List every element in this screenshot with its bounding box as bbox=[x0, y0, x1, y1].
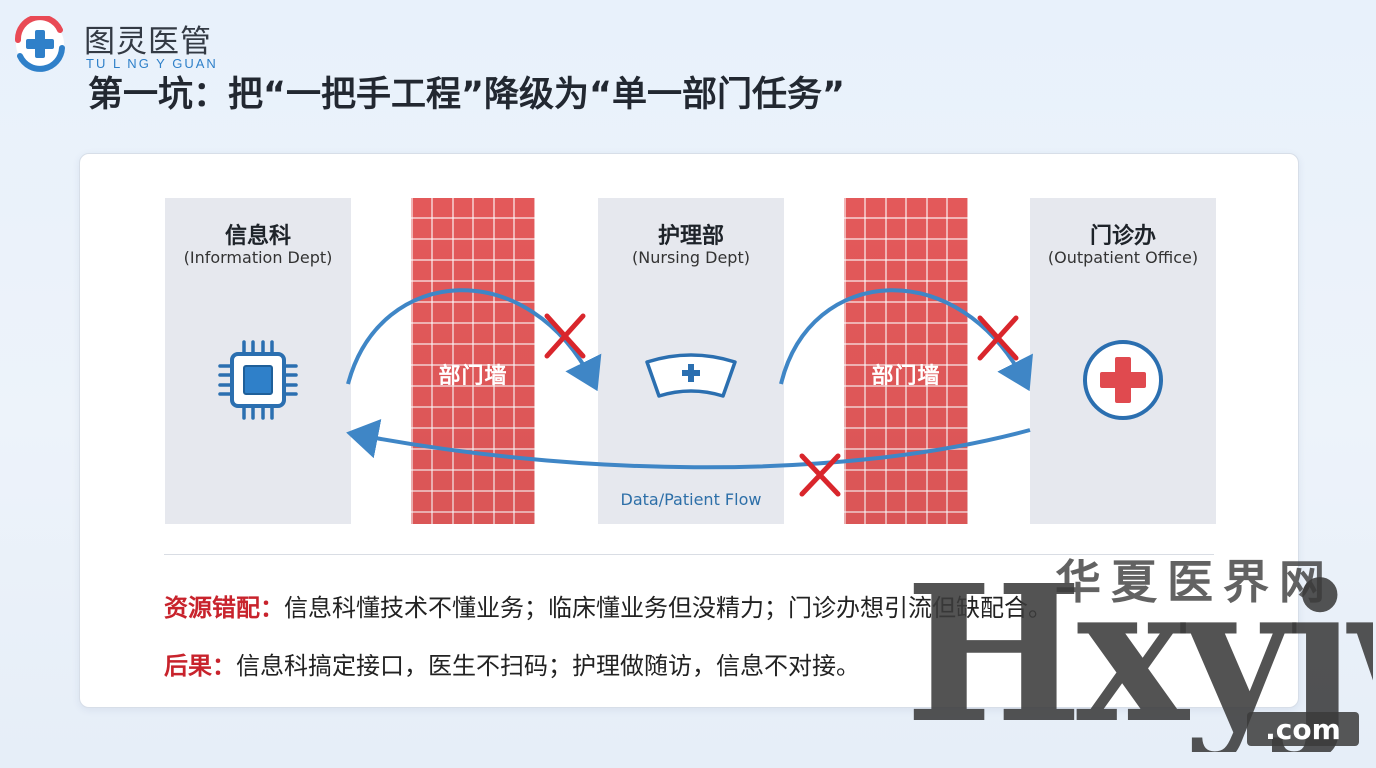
page-title: 第一坑：把“一把手工程”降级为“单一部门任务” bbox=[88, 75, 846, 115]
medical-cross-icon bbox=[1081, 338, 1165, 426]
flow-label: Data/Patient Flow bbox=[620, 490, 762, 509]
department-wall: 部门墙 bbox=[844, 198, 968, 524]
blocked-cross-icon bbox=[977, 315, 1019, 361]
brand-logo-icon bbox=[14, 14, 65, 72]
note-text: 信息科搞定接口，医生不扫码；护理做随访，信息不对接。 bbox=[236, 652, 860, 680]
nurse-cap-icon bbox=[643, 352, 739, 408]
dept-name-en: (Outpatient Office) bbox=[1047, 248, 1199, 267]
dept-outpatient: 门诊办 (Outpatient Office) bbox=[1030, 198, 1216, 524]
dept-name: 信息科 bbox=[224, 224, 291, 249]
brand-name: 图灵医管 bbox=[84, 24, 212, 60]
note-consequence: 后果：信息科搞定接口，医生不扫码；护理做随访，信息不对接。 bbox=[164, 646, 860, 681]
dept-nursing: 护理部 (Nursing Dept) bbox=[598, 198, 784, 524]
note-key: 资源错配： bbox=[164, 594, 284, 622]
dept-name-en: (Information Dept) bbox=[183, 248, 333, 267]
dept-info: 信息科 (Information Dept) bbox=[165, 198, 351, 524]
watermark-text-cn: 华夏医界网 bbox=[1055, 555, 1335, 609]
watermark-domain: .com bbox=[1265, 713, 1341, 746]
dept-name: 护理部 bbox=[657, 224, 724, 249]
note-text: 信息科懂技术不懂业务；临床懂业务但没精力；门诊办想引流但缺配合。 bbox=[284, 594, 1052, 622]
divider bbox=[164, 554, 1214, 555]
diagram-card: 信息科 (Information Dept) 部门墙 护理部 (Nursing … bbox=[79, 153, 1299, 708]
blocked-cross-icon bbox=[544, 313, 586, 359]
department-wall: 部门墙 bbox=[411, 198, 535, 524]
note-key: 后果： bbox=[164, 652, 236, 680]
brand-logo bbox=[12, 14, 68, 72]
wall-label: 部门墙 bbox=[871, 364, 941, 389]
watermark-logo: Hxyjw 华夏医界网 .com bbox=[905, 540, 1376, 765]
microchip-icon bbox=[216, 338, 300, 426]
brand-name-en: TU L NG Y GUAN bbox=[86, 56, 218, 71]
note-resource-mismatch: 资源错配：信息科懂技术不懂业务；临床懂业务但没精力；门诊办想引流但缺配合。 bbox=[164, 588, 1052, 623]
dept-name-en: (Nursing Dept) bbox=[632, 248, 750, 267]
dept-name: 门诊办 bbox=[1089, 224, 1156, 249]
blocked-cross-icon bbox=[799, 453, 841, 497]
wall-label: 部门墙 bbox=[438, 364, 508, 389]
